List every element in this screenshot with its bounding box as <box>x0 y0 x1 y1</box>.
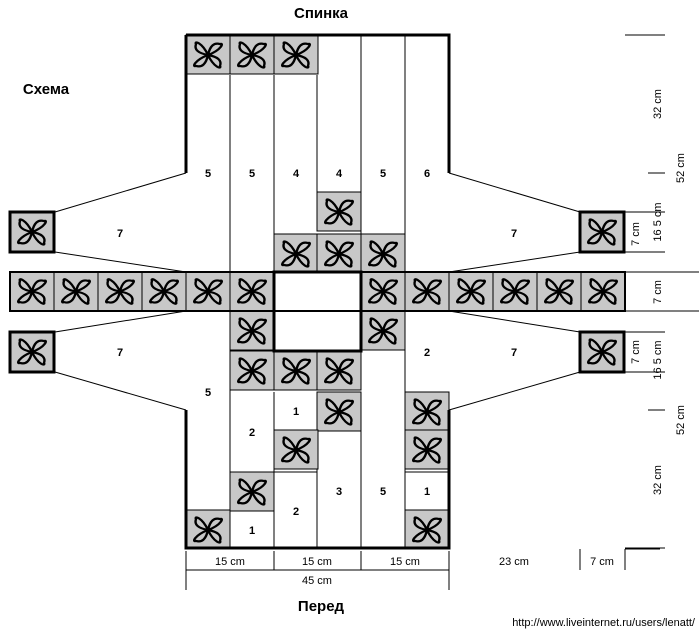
back-strip-numbers: 5 5 4 4 5 6 <box>205 168 430 180</box>
four-petal-flower-icon <box>229 471 275 512</box>
four-petal-flower-icon <box>316 233 362 274</box>
sleeve-number: 7 <box>117 228 123 240</box>
sleeve-numbers: 7 7 7 7 <box>117 228 517 359</box>
scheme-label: Схема <box>23 81 70 98</box>
four-petal-flower-icon <box>185 509 231 550</box>
strip-number: 2 <box>424 347 430 359</box>
four-petal-flower-icon <box>578 330 626 374</box>
four-petal-flower-icon <box>273 233 319 274</box>
four-petal-flower-icon <box>404 429 450 470</box>
strip-number: 2 <box>293 506 299 518</box>
four-petal-flower-icon <box>97 271 143 312</box>
bottom-dimensions <box>185 548 660 590</box>
four-petal-flower-icon <box>8 330 56 374</box>
watermark-url: http://www.liveinternet.ru/users/lenatt/ <box>512 617 696 629</box>
four-petal-flower-icon <box>316 350 362 391</box>
four-petal-flower-icon <box>360 233 406 274</box>
dimension-label: 16 5 cm <box>652 202 664 241</box>
four-petal-flower-icon <box>316 191 362 232</box>
four-petal-flower-icon <box>404 391 450 432</box>
sleeve-number: 7 <box>511 228 517 240</box>
four-petal-flower-icon <box>536 271 582 312</box>
dimension-label: 15 cm <box>390 556 420 568</box>
dimension-label: 7 cm <box>630 222 642 246</box>
strip-number: 2 <box>249 427 255 439</box>
four-petal-flower-icon <box>8 210 56 254</box>
four-petal-flower-icon <box>580 271 626 312</box>
four-petal-flower-icon <box>360 310 406 351</box>
four-petal-flower-icon <box>578 210 626 254</box>
sleeve-number: 7 <box>511 347 517 359</box>
right-dimensions <box>625 34 699 549</box>
four-petal-flower-icon <box>185 271 231 312</box>
dimension-label: 52 cm <box>675 153 687 183</box>
four-petal-flower-icon <box>492 271 538 312</box>
right-dimension-labels: 32 cm 52 cm 16 5 cm 7 cm 7 cm 7 cm 16 5 … <box>630 89 687 495</box>
four-petal-flower-icon <box>273 429 319 470</box>
strip-number: 5 <box>249 168 255 180</box>
four-petal-flower-icon <box>360 271 406 312</box>
yoke-strip-outline <box>9 271 626 312</box>
four-petal-flower-icon <box>229 310 275 351</box>
body-outline <box>184 33 451 550</box>
four-petal-flower-icon <box>404 271 450 312</box>
strip-number: 4 <box>336 168 343 180</box>
four-petal-flower-icon <box>229 350 275 391</box>
dimension-label: 52 cm <box>675 405 687 435</box>
four-petal-flower-icon <box>229 271 275 312</box>
strip-number: 5 <box>380 486 386 498</box>
strip-number: 6 <box>424 168 430 180</box>
four-petal-flower-icon <box>404 509 450 550</box>
motif-grid <box>8 34 626 550</box>
dimension-label: 7 cm <box>630 340 642 364</box>
four-petal-flower-icon <box>141 271 187 312</box>
four-petal-flower-icon <box>185 34 231 75</box>
strip-number: 3 <box>336 486 342 498</box>
front-label: Перед <box>298 598 345 615</box>
sleeve-outlines <box>54 172 581 411</box>
sleeve-length-label: 23 cm <box>499 556 529 568</box>
strip-number: 5 <box>205 168 211 180</box>
dimension-label: 15 cm <box>215 556 245 568</box>
strip-number: 4 <box>293 168 300 180</box>
four-petal-flower-icon <box>9 271 55 312</box>
four-petal-flower-icon <box>448 271 494 312</box>
four-petal-flower-icon <box>316 391 362 432</box>
dimension-label: 7 cm <box>652 280 664 304</box>
front-strip-numbers: 5 2 1 2 3 5 2 1 1 <box>205 347 430 537</box>
strip-number: 1 <box>249 525 255 537</box>
dimension-total: 45 cm <box>302 575 332 587</box>
cuff-label: 7 cm <box>590 556 614 568</box>
dimension-label: 32 cm <box>652 89 664 119</box>
strip-number: 5 <box>380 168 386 180</box>
four-petal-flower-icon <box>229 34 275 75</box>
strip-number: 5 <box>205 387 211 399</box>
four-petal-flower-icon <box>273 350 319 391</box>
strip-number: 1 <box>293 406 299 418</box>
strip-number: 1 <box>424 486 430 498</box>
dimension-label: 15 cm <box>302 556 332 568</box>
four-petal-flower-icon <box>53 271 99 312</box>
four-petal-flower-icon <box>273 34 319 75</box>
sleeve-number: 7 <box>117 347 123 359</box>
dimension-label: 16 5 cm <box>652 340 664 379</box>
dimension-label: 32 cm <box>652 465 664 495</box>
back-label: Спинка <box>294 5 349 22</box>
